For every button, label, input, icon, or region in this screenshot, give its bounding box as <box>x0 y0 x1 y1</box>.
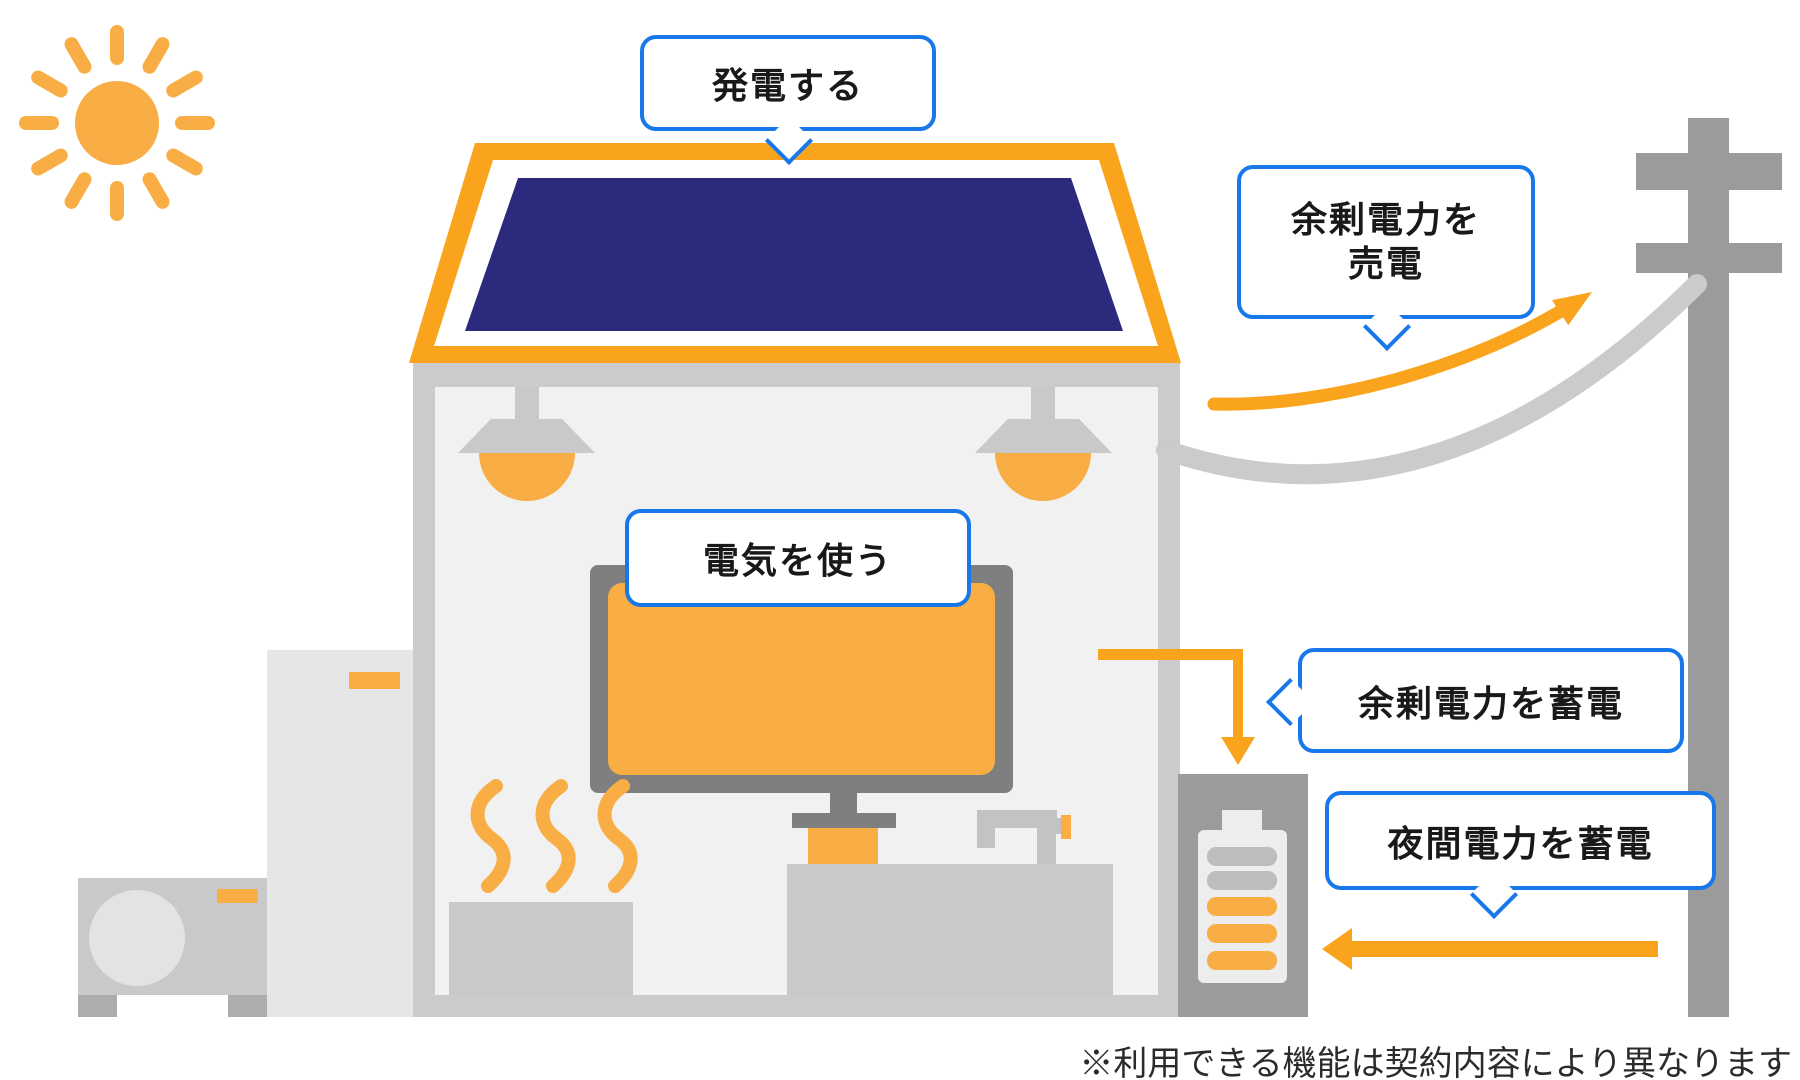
bubble-use: 電気を使う <box>625 509 971 607</box>
battery-level-bar <box>1207 871 1277 890</box>
sink-faucet-pipe <box>1037 810 1056 864</box>
night-charge-arrowhead <box>1322 928 1352 970</box>
bubble-use-label: 電気を使う <box>702 540 893 581</box>
sun-ray <box>163 145 206 179</box>
utility-pole-crossarm <box>1636 153 1782 190</box>
tv-stand <box>830 793 857 813</box>
stove-icon <box>449 902 633 995</box>
ceiling-lamp-icon <box>1031 387 1055 421</box>
sun-ray <box>61 169 95 212</box>
store-surplus-arrowhead <box>1221 737 1255 765</box>
water-heater-vent <box>349 672 400 689</box>
sun-ray <box>139 169 173 212</box>
sun-ray <box>139 34 173 77</box>
sink-faucet-knob <box>1061 815 1071 839</box>
tv-stand-pedestal <box>808 828 878 864</box>
bubble-sell-label-line2: 売電 <box>1347 243 1424 284</box>
sun-ray <box>175 116 215 130</box>
tv-screen <box>608 583 995 775</box>
sun-ray <box>163 67 206 101</box>
bubble-generate: 発電する <box>640 35 936 131</box>
tv-stand <box>792 813 896 828</box>
battery-level-bar <box>1207 847 1277 866</box>
sink-faucet-spout <box>977 810 995 848</box>
sink-faucet-knob <box>1052 818 1062 834</box>
sun-ray <box>28 67 71 101</box>
sun-ray <box>110 181 124 221</box>
store-surplus-arrow <box>1233 649 1243 738</box>
bubble-generate-label: 発電する <box>711 65 864 106</box>
sun-ray <box>110 25 124 65</box>
bubble-store-surplus: 余剰電力を蓄電 <box>1298 648 1684 753</box>
sun-core <box>75 81 159 165</box>
battery-level-bar <box>1207 897 1277 916</box>
bubble-sell: 余剰電力を 売電 <box>1237 165 1535 319</box>
sun-ray <box>28 145 71 179</box>
ac-fan <box>89 890 185 986</box>
solar-panel-icon <box>409 143 1181 363</box>
bubble-store-night: 夜間電力を蓄電 <box>1325 791 1716 890</box>
bubble-store-surplus-label: 余剰電力を蓄電 <box>1357 682 1624 724</box>
tv-cabinet <box>787 864 1113 995</box>
night-charge-arrow <box>1348 941 1658 957</box>
footnote: ※利用できる機能は契約内容により異なります <box>1079 1045 1792 1080</box>
ceiling-lamp-icon <box>515 387 539 421</box>
battery-level-bar <box>1207 951 1277 970</box>
battery-level-bar <box>1207 924 1277 943</box>
ac-foot <box>228 995 267 1017</box>
bubble-sell-label-line1: 余剰電力を <box>1290 199 1481 241</box>
utility-pole-crossarm <box>1636 243 1782 273</box>
sun-ray <box>19 116 59 130</box>
water-heater-icon <box>267 650 413 1017</box>
ac-vent <box>217 889 258 903</box>
bubble-store-night-label: 夜間電力を蓄電 <box>1387 822 1654 864</box>
store-surplus-arrow <box>1098 649 1243 660</box>
ac-foot <box>78 995 117 1017</box>
sun-ray <box>61 34 95 77</box>
